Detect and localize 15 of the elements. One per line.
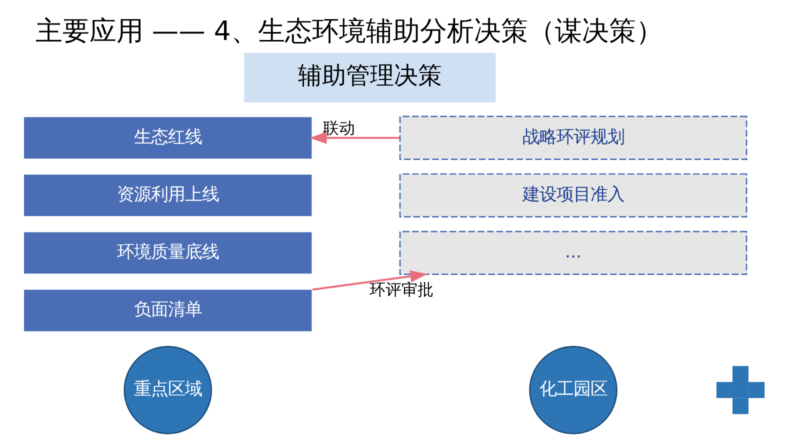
diagram-title: 主要应用 —— 4、生态环境辅助分析决策（谋决策） (35, 16, 663, 48)
edge-label: 联动 (323, 118, 356, 138)
node-box: 环境质量底线 (22, 230, 314, 276)
arrow (309, 132, 400, 144)
node-box: 负面清单 (22, 288, 314, 333)
node-box: ... (399, 230, 748, 276)
node-box: 资源利用上线 (22, 173, 314, 218)
node-box: 辅助管理决策 (244, 52, 496, 102)
edge-label: 环评审批 (369, 280, 434, 299)
node-circle: 化工园区 (529, 346, 618, 434)
arrow (312, 270, 428, 291)
node-circle: 重点区域 (124, 346, 212, 434)
node-box: 战略环评规划 (399, 116, 748, 160)
node-box: 建设项目准入 (399, 173, 748, 218)
node-box: 生态红线 (22, 116, 314, 160)
